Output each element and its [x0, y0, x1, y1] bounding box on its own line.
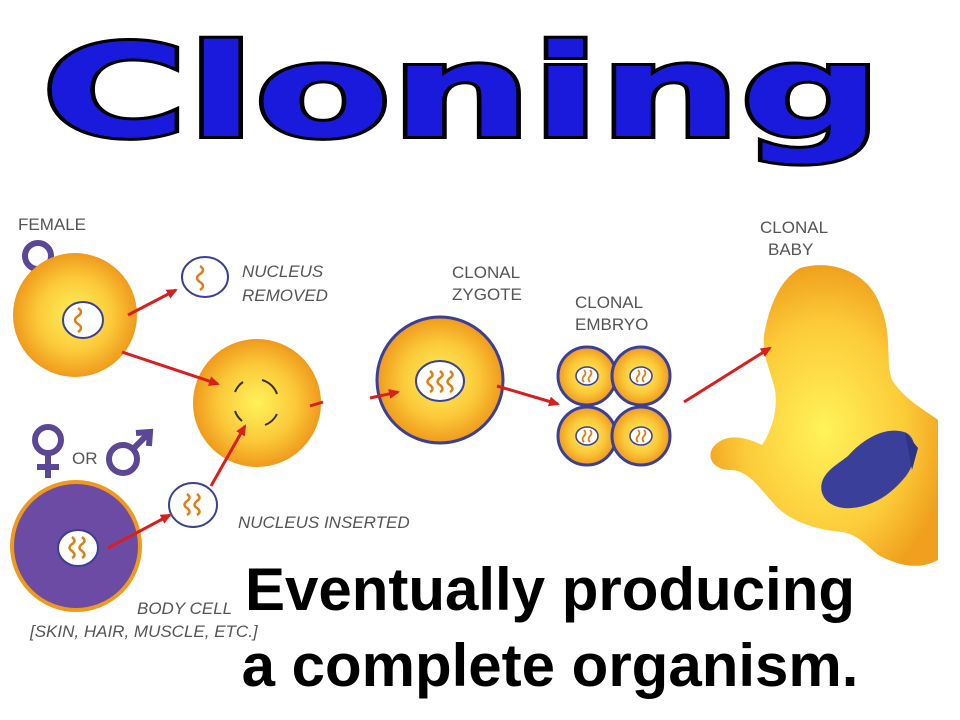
female-symbol-icon — [32, 424, 64, 478]
female-egg-cell — [13, 253, 137, 377]
label-nucleus-removed-1: NUCLEUS — [242, 262, 324, 281]
label-or: OR — [72, 449, 98, 468]
removed-nucleus — [181, 256, 229, 298]
label-clonal-embryo-2: EMBRYO — [575, 315, 648, 334]
label-nucleus-removed-2: REMOVED — [242, 286, 328, 305]
label-clonal-zygote-1: CLONAL — [452, 263, 520, 282]
arrow-icon — [107, 288, 772, 550]
clonal-baby — [710, 265, 938, 566]
page-title: Cloning — [42, 18, 882, 167]
clonal-zygote — [375, 315, 505, 445]
enucleated-egg-cell — [193, 339, 321, 467]
label-clonal-baby-1: CLONAL — [760, 218, 828, 237]
caption-line-2: a complete organism. — [241, 632, 859, 699]
label-clonal-embryo-1: CLONAL — [575, 293, 643, 312]
male-symbol-icon — [106, 428, 154, 476]
clonal-embryo — [556, 345, 672, 467]
label-female: FEMALE — [18, 215, 86, 234]
body-cell — [10, 480, 142, 612]
label-clonal-baby-2: BABY — [768, 240, 813, 259]
label-nucleus-inserted: NUCLEUS INSERTED — [238, 513, 410, 532]
label-clonal-zygote-2: ZYGOTE — [452, 285, 522, 304]
caption-line-1: Eventually producing — [244, 556, 856, 623]
label-body-cell: BODY CELL — [137, 599, 232, 618]
donor-nucleus — [168, 482, 218, 528]
label-body-cell-examples: [SKIN, HAIR, MUSCLE, ETC.] — [29, 622, 259, 641]
